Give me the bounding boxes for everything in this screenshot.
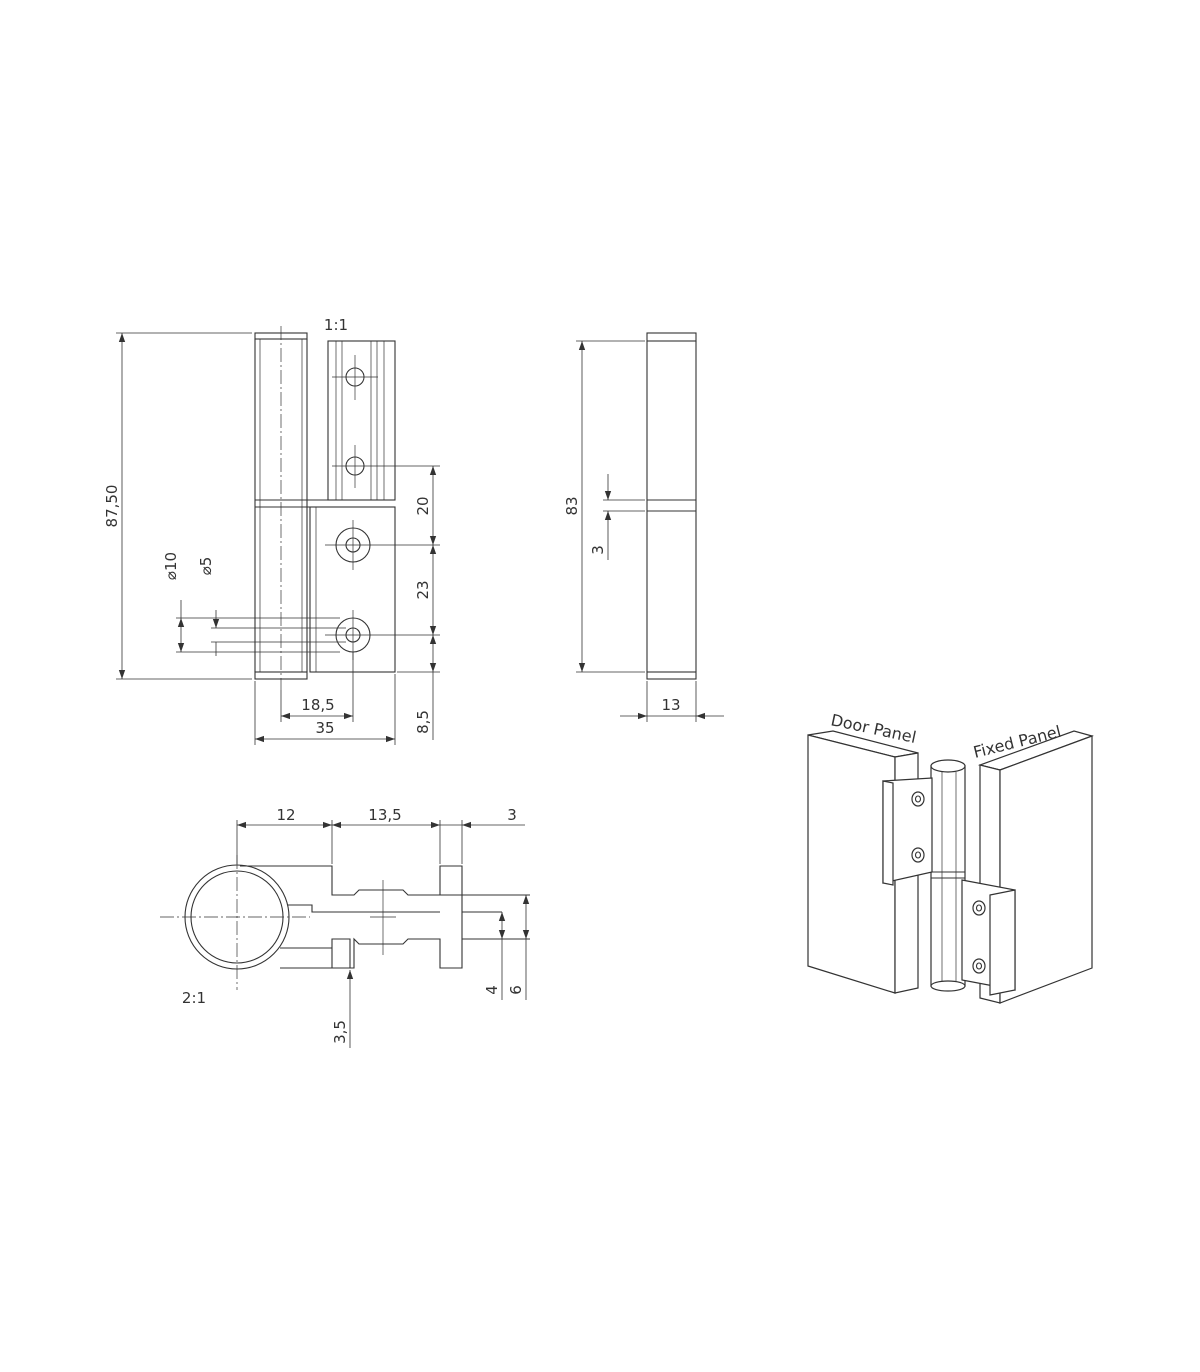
dim-plate-thickness: 3	[507, 806, 517, 824]
iso-view: Door Panel Fixed Panel	[807, 710, 1094, 1004]
top-view: 12 13,5 3 3,5 4 6 2:1	[160, 806, 530, 1048]
dim-side-height: 83	[563, 496, 581, 515]
dim-knuckle-width: 12	[276, 806, 295, 824]
top-scale: 2:1	[182, 989, 206, 1007]
dim-hole-x-offset: 18,5	[301, 696, 334, 714]
dim-overall-height: 87,50	[103, 485, 121, 528]
dim-outer-height: 6	[507, 985, 525, 995]
dim-hole-spacing-lower: 23	[414, 580, 432, 599]
dim-slot-depth: 3,5	[331, 1020, 349, 1044]
dim-overall-width: 35	[315, 719, 334, 737]
dim-leaf-span: 13,5	[368, 806, 401, 824]
dim-bottom-offset: 8,5	[414, 710, 432, 734]
lower-leaf	[961, 879, 1016, 996]
hinge-pin	[930, 759, 966, 992]
dim-diameter-inner: ⌀5	[197, 557, 215, 576]
dim-side-gap: 3	[589, 545, 607, 555]
front-view: 1:1 87,50 ⌀10 ⌀5 20 23 8,5	[103, 316, 440, 745]
side-view: 83 3 13	[563, 332, 724, 722]
dim-diameter-outer: ⌀10	[162, 552, 180, 580]
front-scale: 1:1	[324, 316, 348, 334]
dim-side-thickness: 13	[661, 696, 680, 714]
upper-leaf	[882, 777, 933, 886]
dim-hole-spacing-upper: 20	[414, 496, 432, 515]
dim-inner-height: 4	[483, 985, 501, 995]
